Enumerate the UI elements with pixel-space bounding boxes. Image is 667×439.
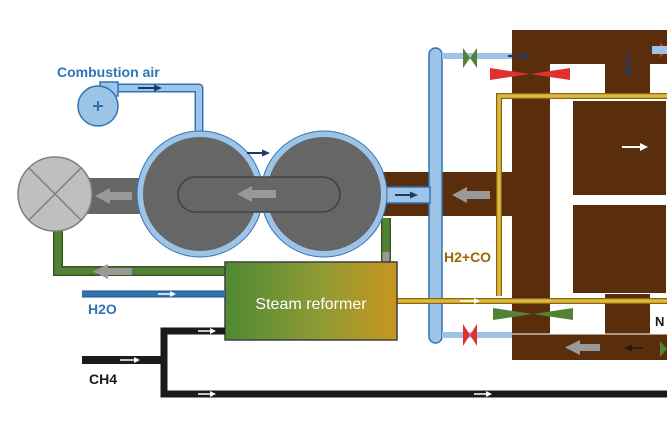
flow-arrow-right — [247, 149, 270, 157]
h2o-feed-line: H2O — [82, 290, 225, 317]
bowtie-valve-icon — [463, 324, 477, 346]
bowtie-valve-icon — [660, 341, 667, 357]
flow-arrow-right — [198, 328, 216, 334]
flow-arrow-right — [460, 298, 480, 304]
steam-reformer-box — [224, 261, 398, 341]
exchanger-lower-chamber — [571, 203, 667, 295]
flow-arrow-left-gray — [452, 187, 490, 203]
syngas-line: H2+CO — [396, 93, 667, 304]
ch4-feed-line: CH4 — [82, 327, 667, 398]
air-manifold — [379, 47, 530, 346]
flow-arrow-left-gray — [565, 340, 600, 355]
ch4-label: CH4 — [89, 371, 117, 387]
combustion-air-line: Combustion air — [57, 64, 204, 150]
flow-arrow-right — [508, 52, 530, 60]
h2-co-label: H2+CO — [444, 249, 491, 265]
fan-icon — [77, 81, 119, 127]
flow-arrow-right — [198, 391, 216, 397]
exchanger-valves: N — [490, 42, 667, 357]
steam-reformer-label: Steam reformer — [255, 296, 367, 313]
flow-arrow-right — [138, 84, 162, 92]
flow-arrow-left-gray — [93, 264, 132, 279]
flow-arrow-right — [474, 391, 492, 397]
n-label: N — [655, 314, 664, 329]
combustion-air-label: Combustion air — [57, 64, 160, 80]
flow-arrow-down — [624, 52, 632, 76]
flow-arrow-right — [622, 143, 648, 151]
exchanger-left-column — [512, 30, 550, 360]
bowtie-valve-icon — [490, 68, 570, 80]
bowtie-valve-icon — [493, 308, 573, 320]
cross-circle-icon — [17, 156, 93, 232]
flow-arrow-left-gray — [237, 186, 276, 202]
h2o-label: H2O — [88, 301, 117, 317]
exchanger-bottom-header — [548, 334, 667, 360]
bowtie-valve-icon — [463, 48, 477, 68]
flow-arrow-right — [120, 357, 140, 363]
steam-reformer: Steam reformer — [224, 261, 398, 341]
twin-vessels — [136, 130, 388, 258]
flow-arrow-left — [624, 344, 643, 352]
exchanger-upper-chamber — [571, 99, 667, 197]
exchanger-top-header — [548, 30, 667, 64]
heat-exchanger-block — [380, 30, 667, 360]
flow-arrow-left-gray — [95, 188, 132, 204]
flow-arrow-right — [158, 291, 176, 297]
flow-arrow-right — [395, 191, 418, 199]
